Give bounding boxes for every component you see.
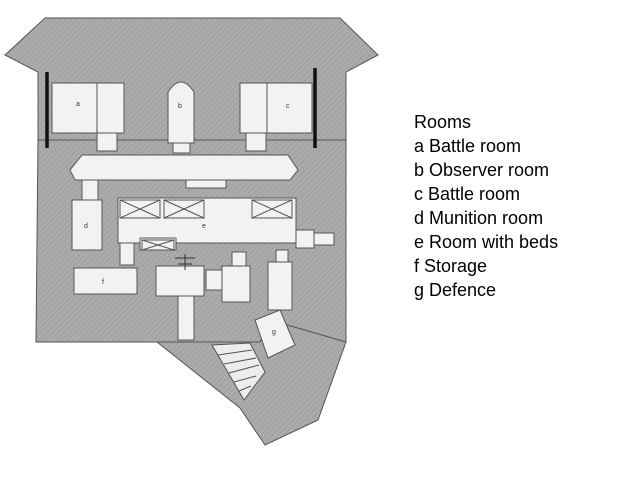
legend-title: Rooms	[414, 112, 472, 132]
room-f	[73, 267, 138, 295]
label-e: e	[202, 223, 206, 230]
label-a: a	[76, 101, 80, 108]
stairs	[211, 342, 266, 401]
gate-symbol	[175, 254, 195, 270]
room-a	[51, 82, 98, 134]
beds	[119, 199, 293, 251]
legend-item: a Battle room	[414, 136, 522, 156]
embrasures	[45, 68, 317, 148]
legend-item: c Battle room	[414, 184, 521, 204]
legend-item: d Munition room	[414, 208, 544, 228]
label-g: g	[272, 329, 276, 336]
label-d: d	[84, 223, 88, 230]
label-c: c	[286, 103, 290, 110]
label-b: b	[178, 103, 182, 110]
rooms	[51, 81, 335, 359]
room-g	[254, 309, 296, 359]
bunker-floor-plan: a b c d e f g	[4, 17, 379, 446]
room-b	[167, 81, 195, 144]
legend-item: g Defence	[414, 280, 497, 300]
room-c	[266, 82, 313, 134]
room-d	[71, 199, 103, 251]
legend-item: e Room with beds	[414, 232, 559, 252]
rooms-legend: Rooms a Battle room b Observer room c Ba…	[414, 110, 558, 302]
legend-item: b Observer room	[414, 160, 550, 180]
label-f: f	[102, 279, 104, 286]
corridor	[69, 154, 299, 181]
room-e	[117, 197, 297, 244]
legend-item: f Storage	[414, 256, 488, 276]
